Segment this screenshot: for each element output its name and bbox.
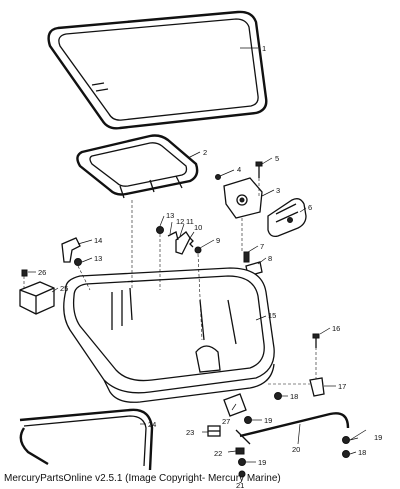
- part-1-seal-frame[interactable]: [47, 10, 268, 130]
- callout-8: 8: [268, 254, 272, 263]
- leader-lines: [28, 47, 367, 463]
- part-14-hook[interactable]: [61, 237, 81, 263]
- part-17-link[interactable]: [309, 377, 325, 397]
- part-18-washer-upper[interactable]: [274, 392, 282, 400]
- part-18-washer-lower[interactable]: [342, 450, 350, 458]
- part-3-bracket[interactable]: [223, 177, 263, 219]
- callout-26: 26: [38, 268, 46, 277]
- callout-5: 5: [275, 154, 279, 163]
- callout-18-upper: 18: [290, 392, 298, 401]
- callout-17: 17: [338, 382, 346, 391]
- part-10-spring[interactable]: [189, 237, 194, 248]
- callout-23: 23: [186, 428, 194, 437]
- callout-25: 25: [60, 284, 68, 293]
- part-11-lever[interactable]: [175, 231, 191, 255]
- part-25-cover[interactable]: [19, 281, 55, 315]
- callout-10: 10: [194, 223, 202, 232]
- callout-13-lower: 13: [94, 254, 102, 263]
- callout-3: 3: [276, 186, 280, 195]
- part-9-washer[interactable]: [194, 246, 202, 254]
- callout-20: 20: [292, 445, 300, 454]
- part-23-block[interactable]: [207, 425, 221, 437]
- part-2-inner-frame[interactable]: [76, 134, 199, 199]
- part-26-screw[interactable]: [21, 269, 28, 277]
- callout-13-upper: 13: [166, 211, 174, 220]
- part-19-bushing-b[interactable]: [342, 436, 350, 444]
- callout-19-a: 19: [264, 416, 272, 425]
- callout-15: 15: [268, 311, 276, 320]
- copyright-footer: MercuryPartsOnline v2.5.1 (Image Copyrig…: [4, 473, 281, 484]
- callout-22: 22: [214, 449, 222, 458]
- callout-12: 12: [176, 217, 184, 226]
- callout-7: 7: [260, 242, 264, 251]
- callout-19-b: 19: [374, 433, 382, 442]
- part-21-retainer[interactable]: [238, 470, 246, 478]
- callout-11: 11: [186, 217, 194, 226]
- part-15-bottom-cowl[interactable]: [63, 267, 275, 403]
- part-20-shift-rod[interactable]: [235, 412, 350, 445]
- part-4-screw[interactable]: [215, 174, 221, 180]
- assembly-guide-lines: [23, 178, 317, 385]
- callout-24: 24: [148, 420, 156, 429]
- callout-14: 14: [94, 236, 102, 245]
- part-7-pin[interactable]: [243, 251, 250, 263]
- callout-4: 4: [237, 165, 241, 174]
- part-22-clip[interactable]: [235, 447, 245, 455]
- callout-27: 27: [222, 417, 230, 426]
- callout-2: 2: [203, 148, 207, 157]
- part-16-bolt[interactable]: [312, 333, 320, 348]
- callout-1: 1: [262, 44, 266, 53]
- part-19-bushing-a[interactable]: [244, 416, 252, 424]
- callout-19-c: 19: [258, 458, 266, 467]
- part-13-nut-upper[interactable]: [156, 226, 164, 234]
- part-13-nut-lower[interactable]: [74, 258, 82, 266]
- part-24-hose[interactable]: [19, 408, 154, 471]
- callout-9: 9: [216, 236, 220, 245]
- callout-6: 6: [308, 203, 312, 212]
- callout-18-lower: 18: [358, 448, 366, 457]
- part-12-clip[interactable]: [167, 231, 179, 241]
- callout-16: 16: [332, 324, 340, 333]
- part-5-bolt[interactable]: [255, 161, 263, 178]
- callout-21: 21: [236, 481, 244, 489]
- callout-labels: 1 2 3 4 5 6 7 8 9 10 11 12 13 13 14 15 1…: [38, 44, 382, 489]
- part-19-bushing-c[interactable]: [238, 458, 246, 466]
- part-6-latch-block[interactable]: [267, 198, 307, 238]
